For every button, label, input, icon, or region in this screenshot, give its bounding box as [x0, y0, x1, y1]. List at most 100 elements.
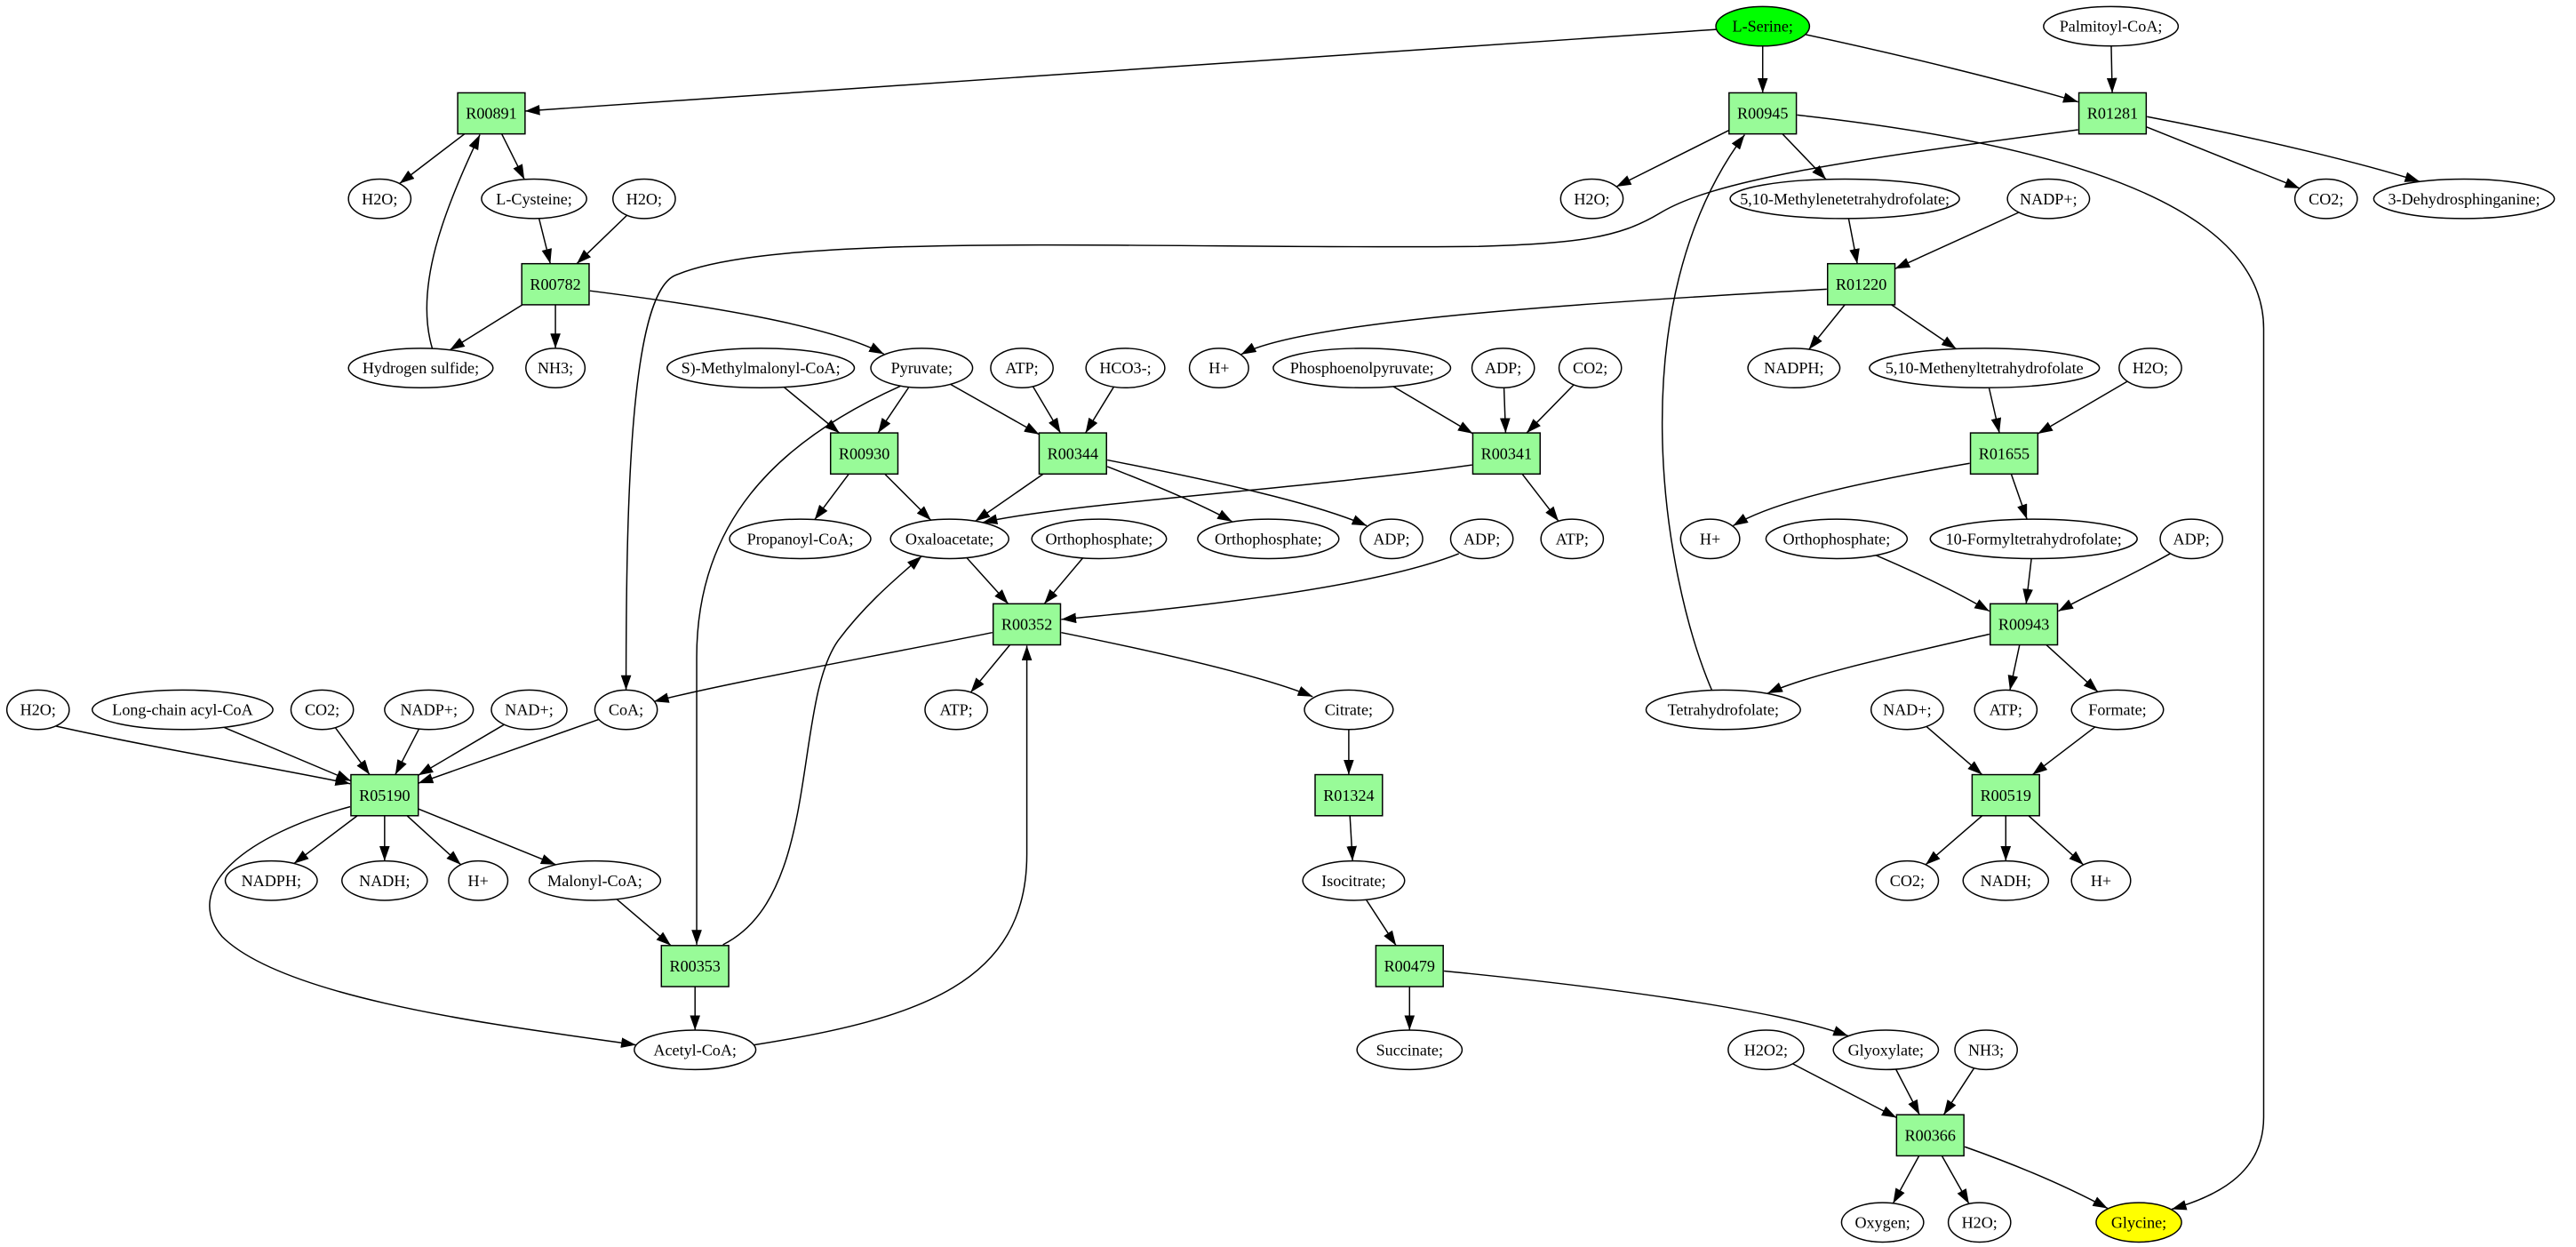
reaction-box: [1895, 1114, 1965, 1157]
edge-arrow: [691, 385, 901, 945]
compound-label: L-Cysteine;: [496, 190, 572, 208]
reaction-label: R00341: [1481, 444, 1532, 462]
edge-arrow: [969, 644, 1011, 693]
compound-node: ADP;: [1360, 518, 1424, 560]
compound-label: H+: [2091, 872, 2111, 890]
reaction-label: R00943: [1998, 616, 2049, 634]
edge-arrow: [395, 728, 420, 775]
compound-node: NADPH;: [224, 859, 318, 901]
edge-arrow: [884, 473, 932, 521]
reaction-node: R00945: [1728, 92, 1798, 135]
edge-arrow: [418, 718, 600, 784]
compound-node: Orthophosphate;: [1765, 518, 1909, 560]
compound-ellipse: [1559, 178, 1624, 220]
reaction-box: [457, 92, 526, 135]
reaction-label: R05190: [359, 787, 410, 804]
reaction-box: [1826, 262, 1896, 306]
reaction-node: R00930: [829, 432, 899, 476]
edge-arrow: [2046, 643, 2099, 692]
edge-arrow: [589, 290, 885, 356]
edge-arrow: [209, 805, 636, 1048]
compound-ellipse: [1974, 689, 2038, 731]
compound-node: ADP;: [1449, 518, 1514, 560]
edge-arrow: [1792, 1063, 1897, 1119]
reaction-box: [660, 945, 730, 987]
reaction-label: R00945: [1737, 105, 1788, 123]
compound-label: H2O;: [20, 701, 56, 719]
compound-node: CO2;: [1875, 859, 1940, 901]
edge-arrow: [966, 557, 1009, 604]
compound-node: Propanoyl-CoA;: [729, 518, 872, 560]
edge-arrow: [1988, 388, 2002, 434]
compound-node: H2O;: [612, 178, 676, 220]
compound-node: Formate;: [2070, 689, 2165, 731]
reaction-box: [350, 773, 419, 817]
compound-ellipse: [1304, 689, 1394, 731]
reaction-box: [1989, 603, 2059, 646]
compound-node: 5,10-Methenyltetrahydrofolate: [1869, 348, 2101, 388]
edge-arrow: [1797, 114, 2265, 1211]
compound-node: Malonyl-CoA;: [528, 859, 662, 901]
compound-node: ATP;: [1974, 689, 2038, 731]
compound-label: 5,10-Methenyltetrahydrofolate: [1886, 359, 2084, 377]
reaction-node: R05190: [350, 773, 419, 817]
compound-ellipse: [1085, 348, 1166, 388]
compound-node: Orthophosphate;: [1031, 518, 1168, 560]
compound-label: NADPH;: [1764, 359, 1823, 377]
edge-arrow: [877, 387, 910, 434]
compound-node: Glyoxylate;: [1832, 1029, 1940, 1071]
edge-arrow: [2037, 380, 2128, 435]
reaction-box: [1314, 773, 1384, 817]
compound-ellipse: [2070, 689, 2165, 731]
reaction-node: R01220: [1826, 262, 1896, 306]
compound-label: Palmitoyl-CoA;: [2060, 18, 2163, 36]
compound-ellipse: [481, 178, 587, 220]
edge-arrow: [982, 464, 1472, 524]
compound-node: NADP+;: [2006, 178, 2091, 220]
compound-label: H+: [1700, 530, 1720, 548]
compound-ellipse: [2118, 348, 2182, 388]
compound-ellipse: [634, 1029, 757, 1071]
compound-ellipse: [1360, 518, 1424, 560]
edge-arrow: [406, 815, 462, 866]
edge-layer: [55, 28, 2420, 1211]
compound-ellipse: [1832, 1029, 1940, 1071]
compound-label: ADP;: [2173, 530, 2210, 548]
compound-ellipse: [594, 689, 658, 731]
compound-node: S)-Methylmalonyl-CoA;: [666, 348, 856, 388]
reaction-node: R00519: [1971, 773, 2040, 817]
compound-ellipse: [1870, 689, 1944, 731]
edge-arrow: [1941, 1155, 1970, 1204]
compound-label: Acetyl-CoA;: [653, 1041, 737, 1059]
compound-node: Hydrogen sulfide;: [347, 348, 494, 388]
compound-label: Orthophosphate;: [1215, 530, 1322, 548]
edge-arrow: [2031, 726, 2096, 776]
compound-label: Isocitrate;: [1321, 872, 1385, 890]
compound-node: L-Cysteine;: [481, 178, 587, 220]
compound-ellipse: [1558, 348, 1623, 388]
reaction-node: R00479: [1375, 945, 1444, 987]
compound-label: NADH;: [359, 872, 410, 890]
compound-node: H2O;: [1947, 1202, 2012, 1243]
edge-arrow: [1733, 462, 1970, 527]
compound-ellipse: [1031, 518, 1168, 560]
compound-ellipse: [1679, 518, 1741, 560]
edge-arrow: [1925, 815, 1983, 866]
edge-arrow: [1444, 970, 1849, 1037]
compound-label: S)-Methylmalonyl-CoA;: [682, 359, 841, 378]
reaction-label: R00891: [466, 105, 516, 123]
compound-label: H2O;: [1574, 190, 1609, 208]
compound-node: HCO3-;: [1085, 348, 1166, 388]
compound-label: NADP+;: [2020, 190, 2078, 208]
compound-ellipse: [1197, 518, 1340, 560]
edge-arrow: [1521, 473, 1559, 522]
compound-ellipse: [1645, 689, 1801, 731]
compound-label: 5,10-Methylenetetrahydrofolate;: [1740, 190, 1950, 208]
compound-node: H+: [1679, 518, 1741, 560]
compound-label: Glycine;: [2111, 1213, 2166, 1231]
compound-label: CoA;: [609, 701, 643, 719]
compound-label: Hydrogen sulfide;: [363, 359, 479, 377]
compound-node: NAD+;: [490, 689, 568, 731]
compound-node: Pyruvate;: [870, 348, 974, 388]
compound-node: Orthophosphate;: [1197, 518, 1340, 560]
